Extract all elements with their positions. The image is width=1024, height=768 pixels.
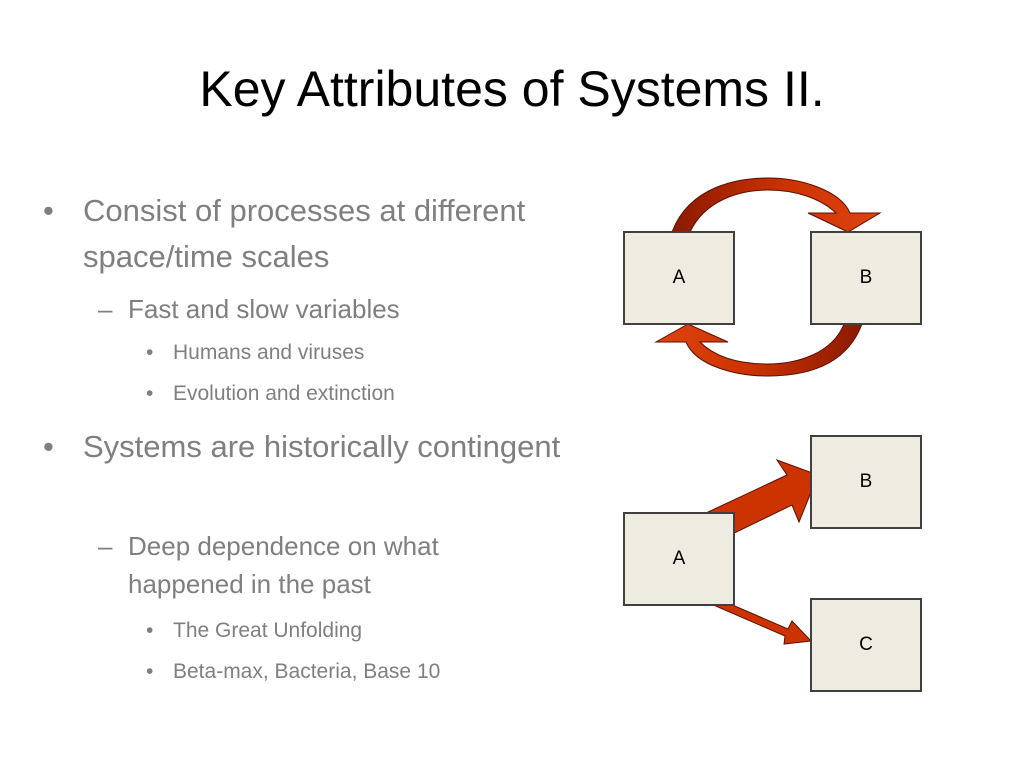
box-a-bottom: A: [623, 512, 735, 606]
box-b-bottom: B: [810, 435, 922, 529]
box-c-bottom-label: C: [859, 634, 873, 655]
sub-sub-bullet-humans-viruses: Humans and viruses: [146, 338, 553, 368]
box-a-top-label: A: [672, 267, 686, 288]
bullet-processes-scales: Consist of processes at different space/…: [43, 188, 563, 280]
bullet-list: Consist of processes at different space/…: [0, 0, 600, 768]
cycle-arrow-b-to-a: [654, 323, 863, 377]
box-b-top: B: [810, 231, 922, 325]
arrow-a-to-c-weak: [710, 596, 813, 645]
box-a-bottom-label: A: [672, 548, 686, 569]
sub-sub-bullet-evolution-extinction: Evolution and extinction: [146, 379, 553, 409]
box-a-top: A: [623, 231, 735, 325]
sub-sub-bullet-great-unfolding: The Great Unfolding: [146, 616, 553, 646]
sub-sub-bullet-betamax: Beta-max, Bacteria, Base 10: [146, 657, 553, 687]
box-b-bottom-label: B: [859, 471, 873, 492]
bullet-historically-contingent: Systems are historically contingent: [43, 424, 563, 470]
slide-title: Key Attributes of Systems II.: [199, 61, 825, 117]
cycle-arrow-a-to-b: [671, 177, 882, 233]
box-b-top-label: B: [859, 267, 873, 288]
box-c-bottom: C: [810, 598, 922, 692]
sub-bullet-fast-slow: Fast and slow variables: [98, 290, 548, 328]
sub-bullet-deep-dependence: Deep dependence on what happened in the …: [98, 527, 548, 603]
